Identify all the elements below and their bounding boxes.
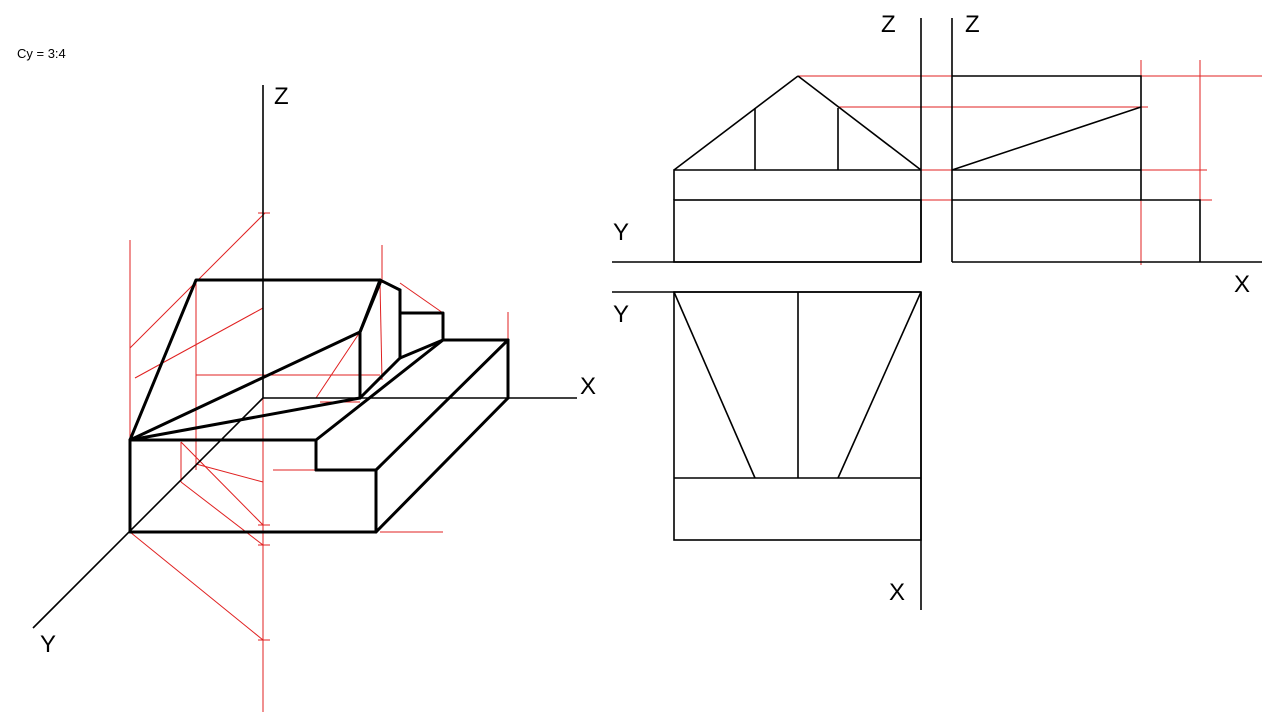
iso-z-label: Z — [274, 83, 289, 110]
side-z-label: Z — [965, 11, 980, 38]
iso-y-axis — [32, 397, 264, 629]
top-y-label: Y — [613, 301, 629, 328]
isometric-object — [128, 278, 510, 534]
side-x-label: X — [1234, 271, 1250, 298]
front-z-label: Z — [881, 11, 896, 38]
iso-x-label: X — [580, 373, 596, 400]
side-view — [951, 75, 1201, 262]
front-view — [673, 75, 922, 263]
top-x-label: X — [889, 579, 905, 606]
projection-construction-lines — [798, 60, 1262, 265]
isometric-view: Z X Y — [32, 83, 596, 712]
iso-y-label: Y — [40, 631, 56, 658]
front-y-label: Y — [613, 219, 629, 246]
isometric-axes — [32, 85, 577, 629]
scale-label: Cy = 3:4 — [17, 46, 66, 61]
orthographic-views: Z Z Y X Y X — [612, 11, 1262, 610]
top-view — [673, 291, 922, 541]
